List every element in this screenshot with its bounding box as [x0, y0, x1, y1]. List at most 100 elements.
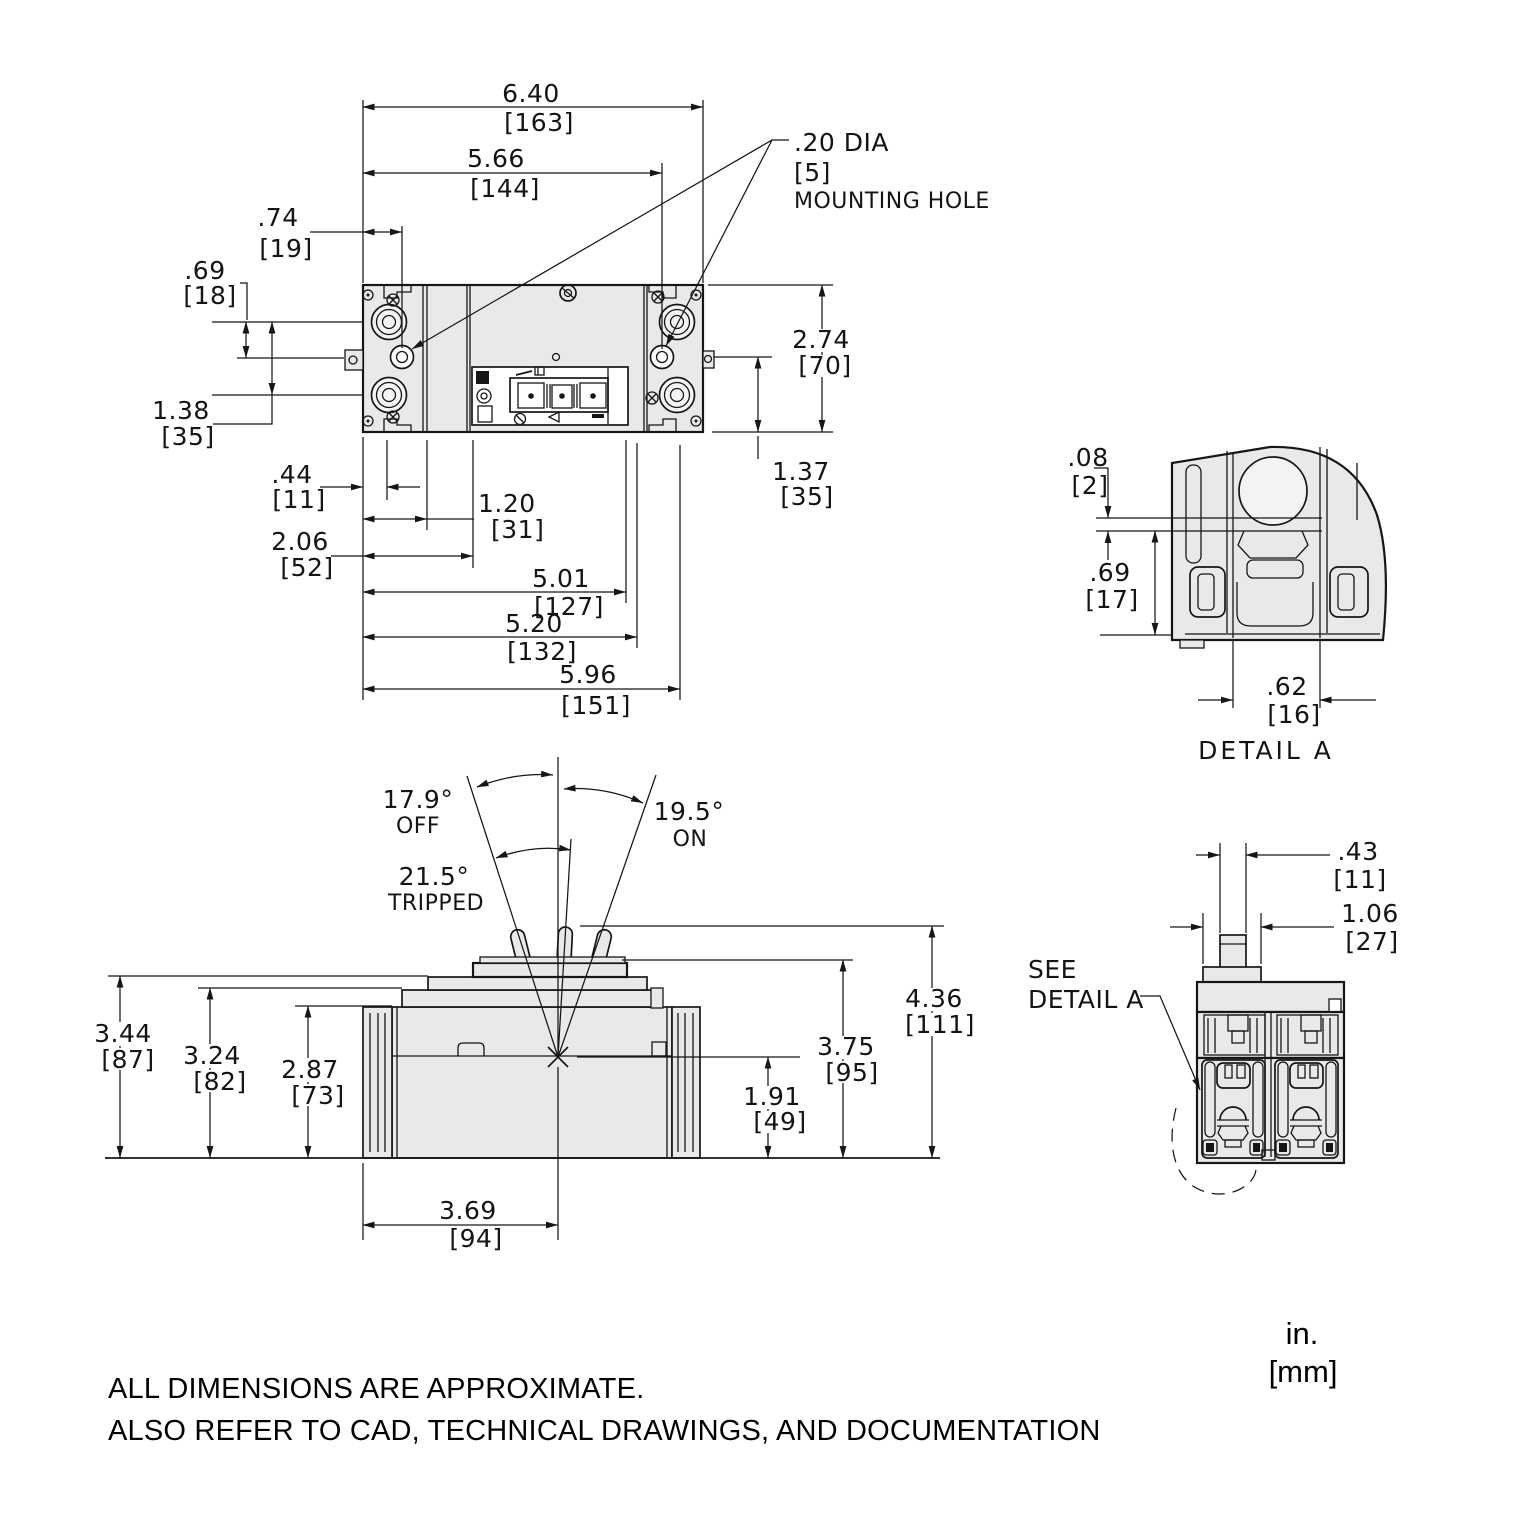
side-tab [344, 349, 364, 371]
detail-a-locator-arc [1171, 1107, 1257, 1195]
front-view-dimensions: 6.40 [163] 5.66 [144] .74 [19] .69 [18] … [152, 79, 990, 720]
corner-screw [690, 415, 702, 427]
torx-screw [386, 293, 400, 307]
trip-indicator-triangle [547, 410, 560, 424]
mounting-hole-left [389, 344, 415, 370]
handle-base [1202, 966, 1262, 983]
dim-596-in: 5.96 [559, 660, 617, 689]
hole-callout-dia: .20 DIA [794, 128, 889, 157]
angle-off-label: OFF [396, 814, 440, 839]
dim-191-in: 1.91 [743, 1082, 801, 1111]
dim-324-in: 3.24 [183, 1041, 241, 1070]
dim-324-mm: [82] [193, 1067, 246, 1096]
dim-043-mm: [11] [1333, 865, 1386, 894]
mounting-hole-right [649, 344, 675, 370]
angle-off-value: 17.9° [383, 785, 454, 814]
dim-074-mm: [19] [259, 234, 312, 263]
dim-062-mm: [16] [1267, 700, 1320, 729]
dim-044-mm: [11] [272, 485, 325, 514]
end-view: SEE DETAIL A .43 [11] 1.06 [27] [1028, 837, 1399, 1195]
dim-375-in: 3.75 [817, 1032, 875, 1061]
dim-062-in: .62 [1266, 672, 1307, 701]
front-view [344, 283, 715, 434]
mounting-notch [648, 418, 677, 431]
note-line2: ALSO REFER TO CAD, TECHNICAL DRAWINGS, A… [108, 1415, 1101, 1447]
cover-screw [559, 284, 577, 302]
terminal-lug [658, 376, 696, 414]
dim-287-in: 2.87 [281, 1055, 339, 1084]
dim-008-in: .08 [1067, 443, 1108, 472]
dim-369-mm: [94] [449, 1224, 502, 1253]
torx-screw [645, 391, 659, 405]
label-screw [513, 412, 527, 426]
end-handle [1219, 934, 1247, 969]
dim-640-in: 6.40 [502, 79, 560, 108]
pilot-hole [551, 352, 561, 362]
dim-069-mm: [18] [183, 281, 236, 310]
dim-d069-mm: [17] [1085, 585, 1138, 614]
dim-d069-in: .69 [1089, 558, 1130, 587]
terminal-bay [1201, 1059, 1266, 1159]
dim-436-in: 4.36 [905, 984, 963, 1013]
dim-520-mm: [132] [507, 637, 577, 666]
dim-120-in: 1.20 [478, 489, 536, 518]
dim-137-mm: [35] [780, 482, 833, 511]
dim-520-in: 5.20 [505, 609, 563, 638]
dim-436-mm: [111] [905, 1010, 975, 1039]
detail-a-view: .08 [2] .69 [17] .62 [16] DETAIL A [1067, 443, 1387, 765]
dim-191-mm: [49] [753, 1107, 806, 1136]
dim-344-in: 3.44 [94, 1019, 152, 1048]
dim-074-in: .74 [257, 203, 298, 232]
dim-369-in: 3.69 [439, 1196, 497, 1225]
dim-640-mm: [163] [504, 108, 574, 137]
corner-screw [690, 289, 702, 301]
dim-274-in: 2.74 [792, 325, 850, 354]
dim-287-mm: [73] [291, 1081, 344, 1110]
dim-138-in: 1.38 [152, 396, 210, 425]
dim-596-mm: [151] [561, 691, 631, 720]
dim-206-mm: [52] [280, 553, 333, 582]
dim-375-mm: [95] [825, 1058, 878, 1087]
hole-callout-label: MOUNTING HOLE [794, 189, 990, 214]
angle-tripped-label: TRIPPED [387, 891, 484, 916]
side-view: 17.9° OFF 19.5° ON 21.5° TRIPPED 3.44 [8… [92, 757, 975, 1253]
dim-069-in: .69 [184, 256, 225, 285]
dim-501-mm: [127] [534, 592, 604, 621]
corner-screw [362, 289, 374, 301]
hole-callout-mm: [5] [794, 158, 831, 187]
dim-138-mm: [35] [161, 422, 214, 451]
terminal-bay [1274, 1059, 1339, 1159]
dim-344-mm: [87] [101, 1045, 154, 1074]
terminal-lug [658, 303, 696, 341]
label-plate [471, 366, 629, 426]
dim-120-mm: [31] [491, 515, 544, 544]
angle-on-label: ON [673, 827, 708, 852]
tripped-angle-line [557, 838, 572, 1058]
dim-106-in: 1.06 [1341, 899, 1399, 928]
units-mm: [mm] [1269, 1354, 1338, 1389]
dim-137-in: 1.37 [772, 457, 830, 486]
see-detail-line2: DETAIL A [1028, 985, 1144, 1014]
dim-043-in: .43 [1337, 837, 1378, 866]
dim-274-mm: [70] [798, 351, 851, 380]
torx-screw [651, 290, 665, 304]
angle-on-value: 19.5° [654, 797, 725, 826]
notes: ALL DIMENSIONS ARE APPROXIMATE. ALSO REF… [108, 1373, 1101, 1447]
detail-lug [1238, 456, 1308, 526]
on-angle-line [557, 774, 657, 1058]
see-detail-line1: SEE [1028, 955, 1077, 984]
note-line1: ALL DIMENSIONS ARE APPROXIMATE. [108, 1373, 644, 1405]
angle-tripped-value: 21.5° [399, 862, 470, 891]
units-inch: in. [1286, 1316, 1319, 1351]
terminal-lug [370, 303, 408, 341]
dim-206-in: 2.06 [271, 527, 329, 556]
dim-501-in: 5.01 [532, 564, 590, 593]
detail-a-title: DETAIL A [1198, 736, 1334, 765]
units-legend: in. [mm] [1269, 1316, 1338, 1389]
dim-106-mm: [27] [1345, 927, 1398, 956]
dim-566-mm: [144] [470, 174, 540, 203]
off-angle-line [466, 775, 559, 1058]
side-tab [702, 350, 715, 369]
on-indicator [515, 370, 533, 376]
